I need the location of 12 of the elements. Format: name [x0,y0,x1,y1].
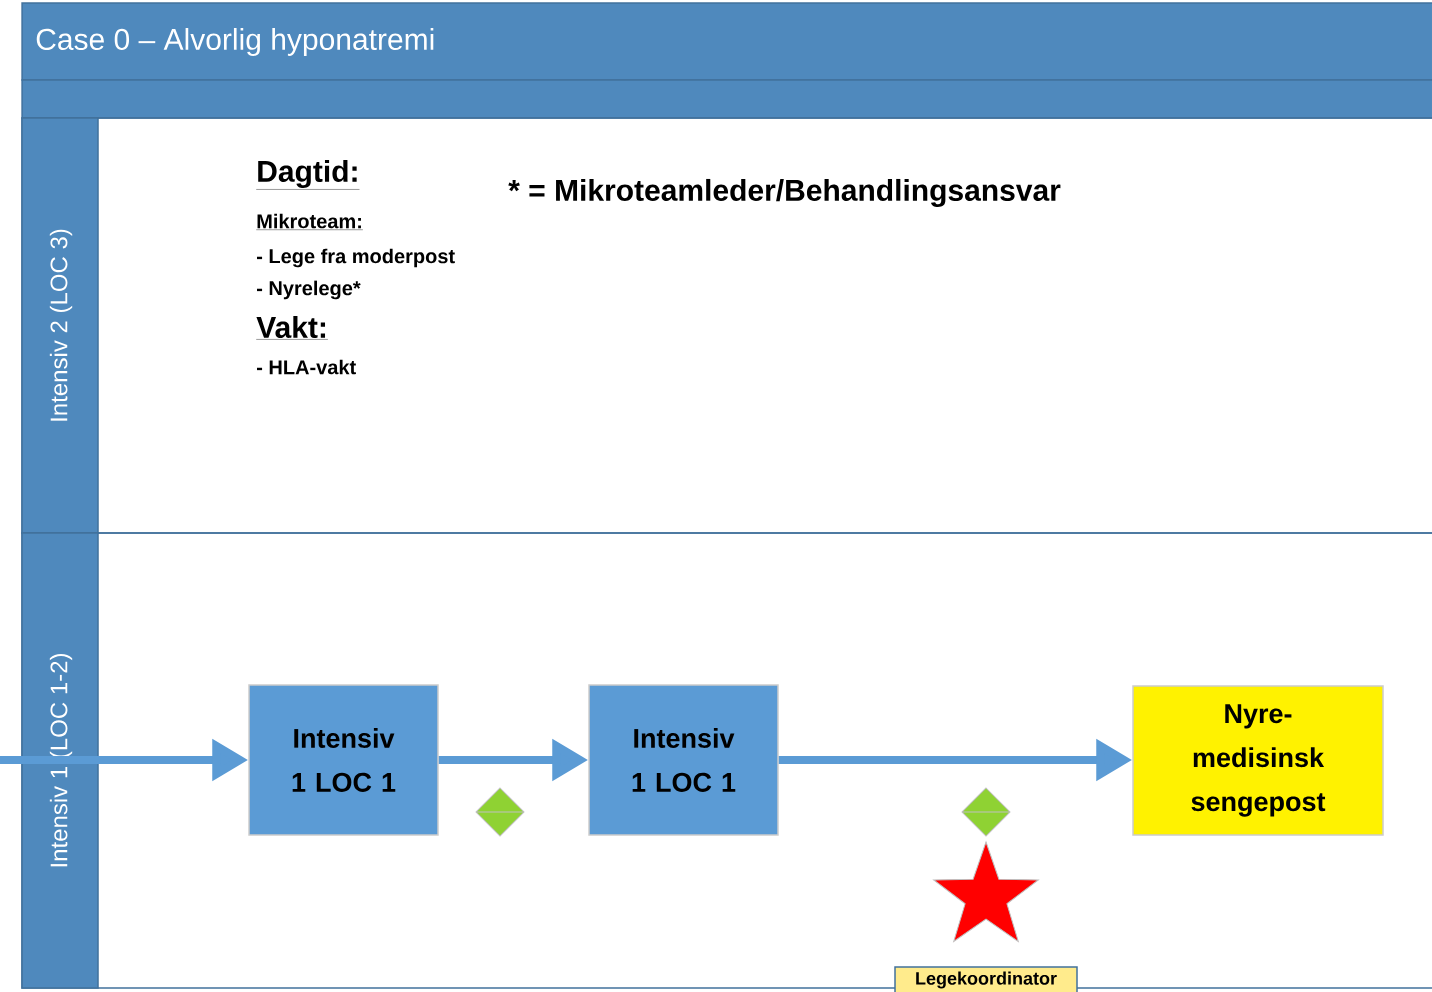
process-box: Intensiv 1 LOC 1 [248,684,439,836]
legend-note: * = Mikroteamleder/Behandlingsansvar [508,178,1061,208]
role-box: Legekoordinator [894,966,1078,992]
list-item: - Nyrelege* [257,280,361,300]
list-item: - HLA-vakt [257,359,356,375]
process-box: Intensiv 1 LOC 1 [588,684,779,836]
section-heading: Dagtid: [256,159,360,190]
title: Case 0 – Alvorlig hyponatremi [36,28,434,56]
process-box: Nyre- medisinsk sengepost [1132,685,1384,836]
subheading: Mikroteam: [256,213,364,230]
section-heading: Vakt: [256,316,329,340]
list-item: - Lege fra moderpost [257,248,455,268]
